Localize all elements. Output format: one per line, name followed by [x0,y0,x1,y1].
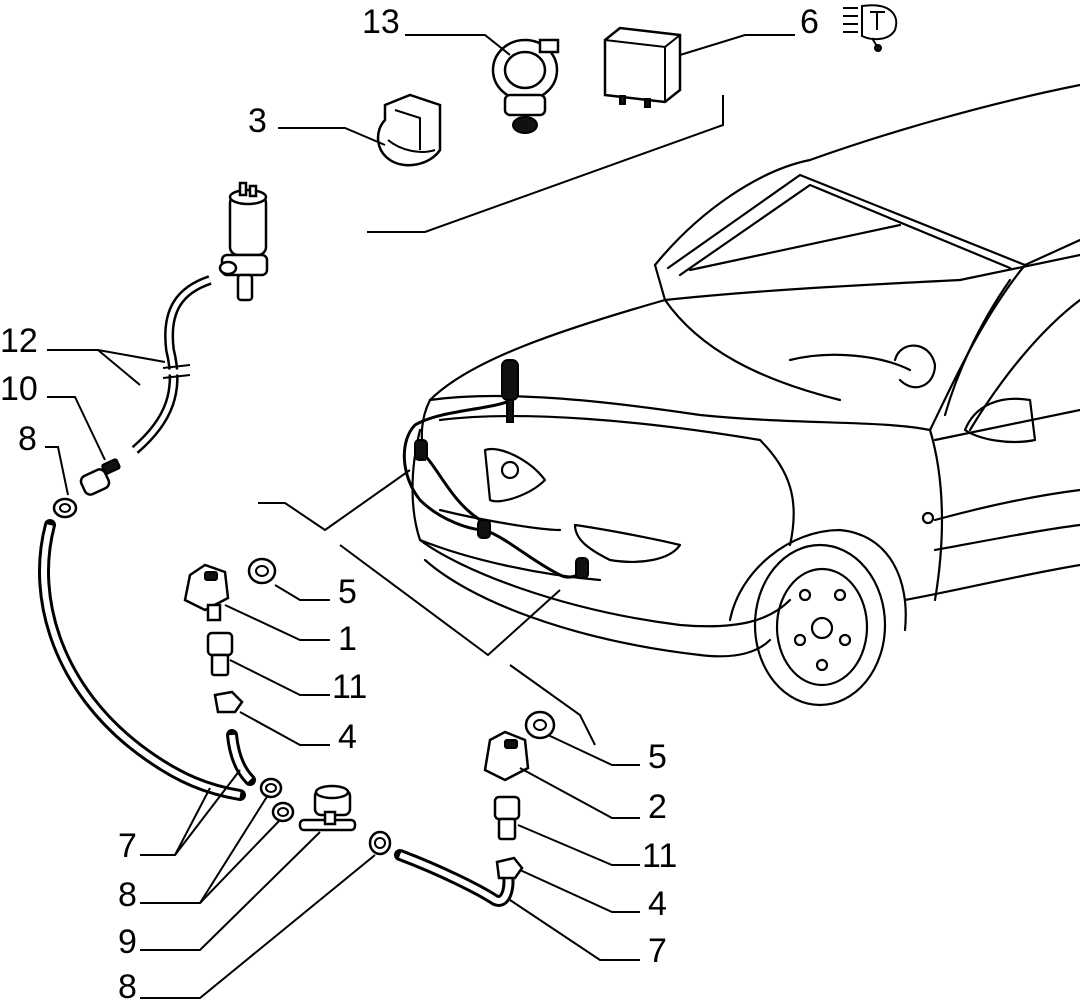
callout-5-right: 5 [648,738,667,776]
callout-7-right: 7 [648,932,667,970]
callout-11-right: 11 [642,837,677,875]
pump-top [218,181,269,302]
part-4-clip-b [495,856,524,880]
car-illustration [411,83,1080,707]
callout-2: 2 [648,788,667,826]
callout-6: 6 [800,3,819,41]
callout-4-right: 4 [648,885,667,923]
part-5-nut-a [247,557,277,585]
part-5-nut-b [524,710,556,740]
callout-8-middle: 8 [118,876,137,914]
callout-8-top: 8 [18,420,37,458]
wiring-harness [402,359,589,579]
callout-9: 9 [118,923,137,961]
leader-lines [45,34,795,999]
callout-4-left: 4 [338,718,357,756]
callout-13: 13 [362,3,400,41]
part-4-clip-a [213,690,244,714]
part-13-holder [491,38,560,134]
part-10-connector [79,458,121,496]
callout-12: 12 [0,322,38,360]
part-11-spacer-b [493,795,521,841]
part-9-t-connector [298,784,357,832]
part-6-relay [603,26,682,108]
callout-7-left: 7 [118,827,137,865]
part-11-spacer-a [206,631,234,677]
callout-1: 1 [338,620,357,658]
part-8-ring-b [259,777,295,823]
callout-10: 10 [0,370,38,408]
callout-5-left: 5 [338,573,357,611]
callout-labels: 13 6 3 12 10 8 5 1 11 4 5 2 11 4 7 8 9 8… [0,3,819,1000]
part-1-jet [183,563,230,622]
part-8-ring-c [368,830,392,856]
callout-11-left: 11 [332,668,367,706]
headlamp-washer-icon [843,4,898,52]
part-8-ring-a [52,497,78,519]
callout-3: 3 [248,102,267,140]
part-2-jet [483,730,530,782]
part-3-bracket [376,93,442,167]
callout-8-bottom: 8 [118,968,137,1000]
